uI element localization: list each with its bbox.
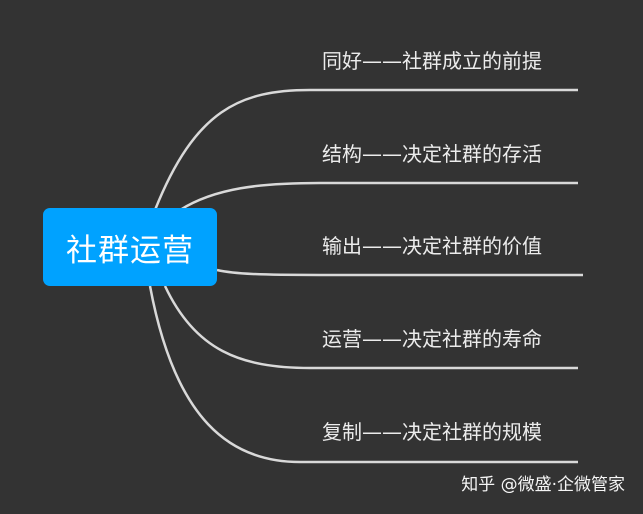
- root-node-label: 社群运营: [66, 232, 194, 269]
- root-node[interactable]: 社群运营: [43, 208, 217, 286]
- connector-branch-2: [179, 181, 578, 212]
- branch-node-4[interactable]: 运营——决定社群的寿命: [322, 327, 542, 351]
- connector-branch-1: [153, 88, 578, 211]
- branch-node-3[interactable]: 输出——决定社群的价值: [322, 234, 542, 258]
- branch-node-5[interactable]: 复制——决定社群的规模: [322, 420, 542, 444]
- connector-branch-5: [148, 285, 578, 464]
- branch-node-2[interactable]: 结构——决定社群的存活: [322, 142, 542, 166]
- branch-node-1[interactable]: 同好——社群成立的前提: [322, 49, 542, 73]
- connector-branch-3: [216, 268, 583, 277]
- watermark: 知乎 @微盛·企微管家: [461, 475, 625, 495]
- connector-branch-4: [163, 285, 578, 370]
